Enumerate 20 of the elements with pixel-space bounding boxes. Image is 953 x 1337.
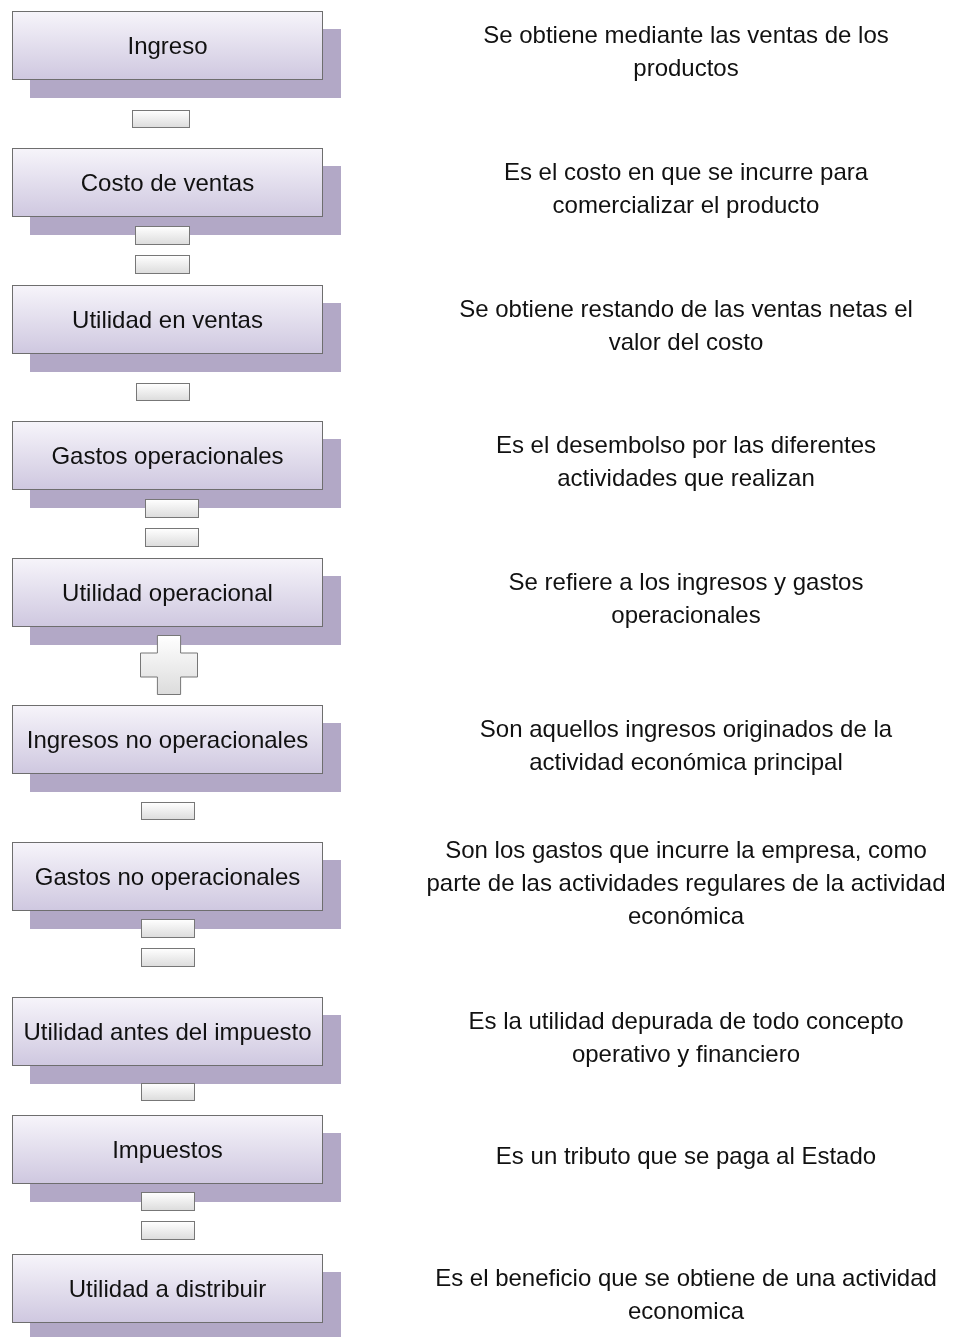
box-label: Impuestos [111, 1135, 224, 1165]
description-text: Es el costo en que se incurre para comercializar el producto [502, 157, 870, 220]
box-label: Utilidad en ventas [71, 305, 264, 335]
description-text: Se obtiene restando de las ventas netas el valor del costo [458, 294, 914, 357]
description-text: Son aquellos ingresos originados de la actividad económica principal [478, 714, 894, 777]
description-text: Es un tributo que se paga al Estado [494, 1140, 878, 1171]
description-text: Es el desembolso por las diferentes actividades que realizan [494, 430, 878, 493]
box-label: Costo de ventas [79, 168, 256, 198]
description-text: Se obtiene mediante las ventas de los productos [482, 20, 890, 83]
box-label: Utilidad antes del impuesto [22, 1017, 313, 1047]
box-label: Gastos no operacionales [33, 862, 302, 892]
description-text: Se refiere a los ingresos y gastos operacionales [507, 567, 865, 630]
description-text: Es el beneficio que se obtiene de una actividad economica [434, 1263, 938, 1326]
box-label: Utilidad a distribuir [67, 1274, 268, 1304]
box-label: Ingresos no operacionales [25, 725, 310, 755]
description-text: Son los gastos que incurre la empresa, como parte de las actividades regulares de la actividad económica [426, 834, 946, 931]
box-label: Utilidad operacional [61, 578, 274, 608]
description-text: Es la utilidad depurada de todo concepto operativo y financiero [467, 1006, 905, 1069]
box-label: Gastos operacionales [50, 441, 285, 471]
box-label: Ingreso [126, 31, 209, 61]
